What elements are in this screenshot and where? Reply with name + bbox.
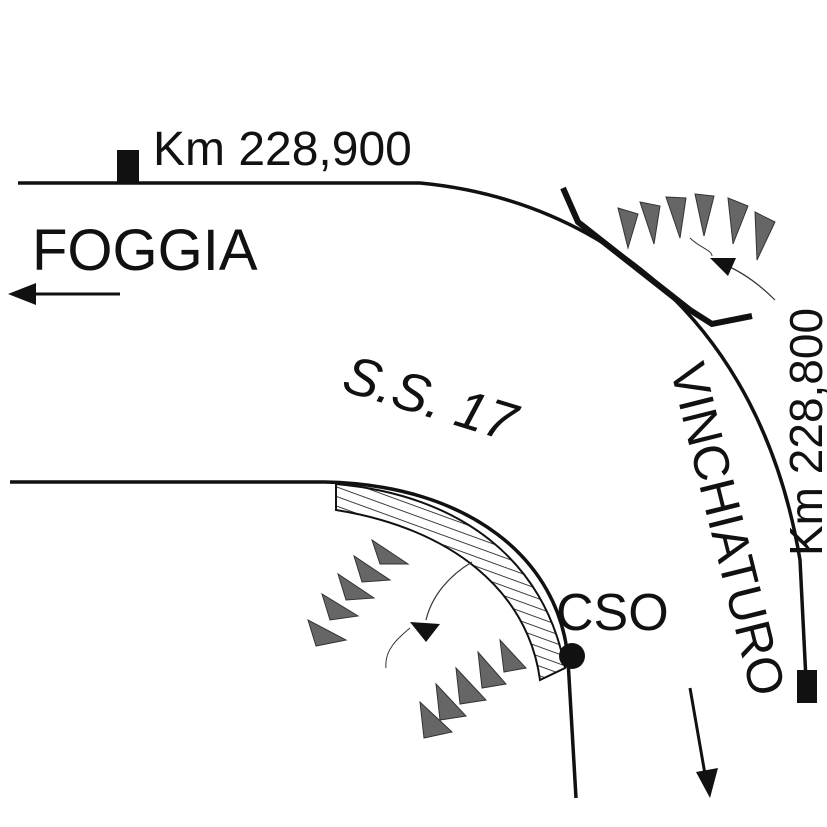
flow-line-lower [425,561,473,621]
flow-arrowhead-lower [410,622,440,642]
marker-group-upper [617,193,776,261]
km-marker-left [117,150,139,183]
flow-arrowhead-upper [710,258,736,276]
flow-line-upper-trail [689,237,713,257]
flow-line-lower-trail [385,627,411,669]
guardrail [560,186,753,328]
cso-point [559,643,585,669]
marker-group-lower [419,638,527,739]
destination-right-label: VINCHIATURO [659,357,796,701]
km-label-right: Km 228,800 [780,308,827,556]
destination-left-label: FOGGIA [32,218,258,283]
marker-group-left [307,538,410,647]
road-name-label: S.S. 17 [336,344,525,454]
hatched-zone [335,482,567,682]
arrow-down-icon [688,687,718,798]
cso-label: CSO [556,584,669,642]
arrow-left-icon [8,283,120,305]
inner-road-edge [10,480,578,799]
km-marker-right [797,670,817,703]
km-label-top: Km 228,900 [153,123,412,176]
